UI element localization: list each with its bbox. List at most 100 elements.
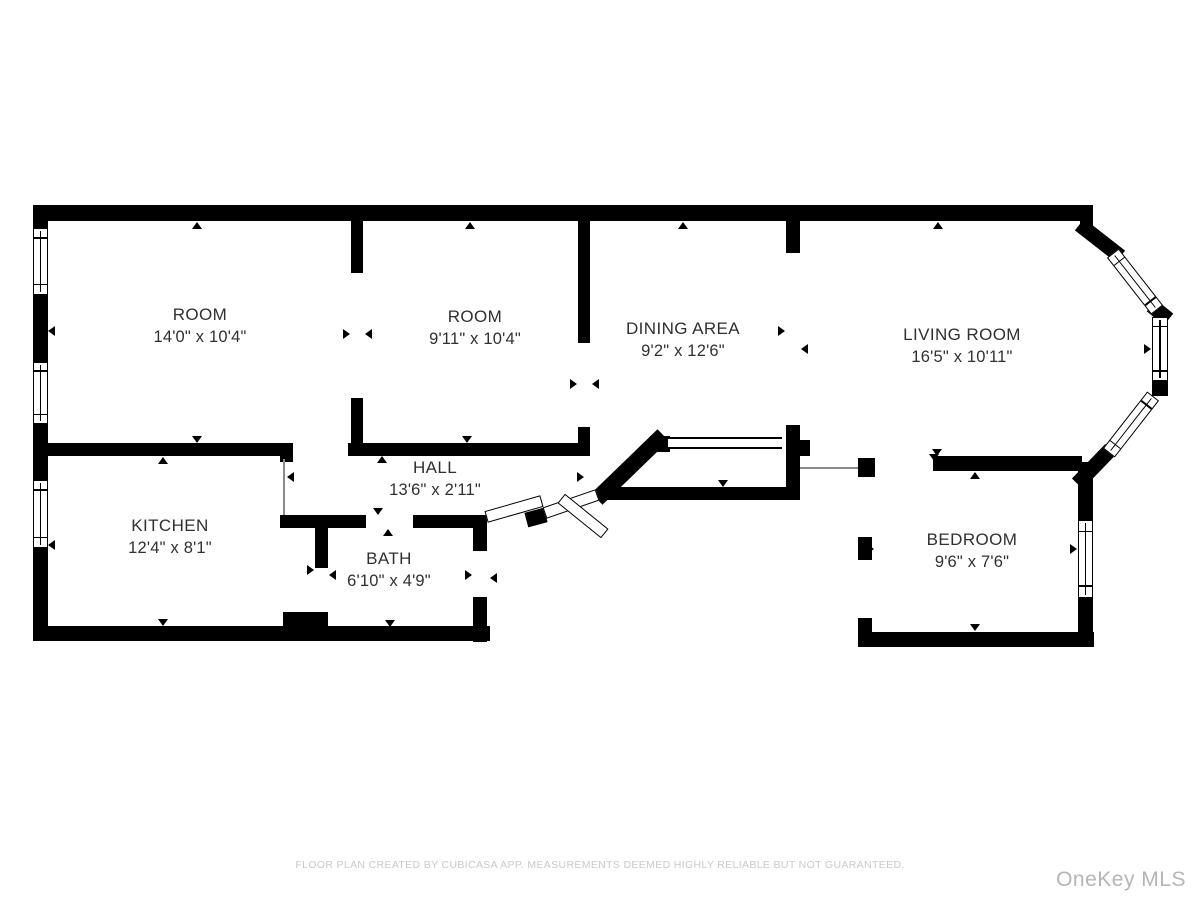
wall-segment: [933, 456, 1082, 471]
wall-arrow-marker: [192, 222, 202, 229]
wall-segment: [1152, 380, 1168, 396]
wall-arrow-marker: [1144, 344, 1151, 354]
wall-segment: [33, 626, 490, 641]
wall-arrow-marker: [465, 570, 472, 580]
opening-line: [800, 467, 858, 469]
wall-arrow-marker: [678, 222, 688, 229]
wall-segment: [798, 440, 810, 456]
wall-segment: [858, 618, 872, 647]
wall-arrow-marker: [329, 570, 336, 580]
room-label-room2: ROOM 9'11" x 10'4": [429, 305, 521, 351]
wall-arrow-marker: [48, 540, 55, 550]
wall-arrow-marker: [592, 379, 599, 389]
wall-segment: [413, 515, 487, 528]
wall-arrow-marker: [801, 344, 808, 354]
window-frame-line: [1079, 585, 1092, 587]
wall-segment: [283, 612, 328, 641]
wall-segment: [598, 487, 800, 500]
window-frame-line: [34, 489, 47, 491]
wall-arrow-marker: [490, 573, 497, 583]
window: [33, 228, 48, 295]
wall-arrow-marker: [192, 436, 202, 443]
room-name: BEDROOM: [926, 530, 1018, 549]
wall-arrow-marker: [933, 222, 943, 229]
window-frame-line: [34, 370, 47, 372]
wall-arrow-marker: [570, 379, 577, 389]
window-mullion: [1084, 523, 1087, 595]
window-mullion: [1159, 320, 1161, 378]
room-name: ROOM: [447, 307, 503, 326]
wall-arrow-marker: [48, 326, 55, 336]
wall-arrow-marker: [158, 457, 168, 464]
wall-arrow-marker: [718, 480, 728, 487]
opening-line: [283, 459, 285, 515]
room-dimensions: 9'11" x 10'4": [429, 330, 521, 348]
wall-segment: [351, 221, 363, 273]
room-name: KITCHEN: [131, 516, 209, 535]
room-dimensions: 6'10" x 4'9": [347, 572, 431, 590]
wall-arrow-marker: [373, 508, 383, 515]
wall-arrow-marker: [970, 472, 980, 479]
wall-segment: [315, 528, 328, 568]
wall-arrow-marker: [158, 619, 168, 626]
room-label-kitchen: KITCHEN 12'4" x 8'1": [128, 514, 212, 560]
room-dimensions: 9'6" x 7'6": [934, 553, 1010, 571]
wall-arrow-marker: [867, 544, 874, 554]
wall-segment: [858, 537, 872, 560]
window-mullion: [39, 365, 42, 421]
wall-arrow-marker: [932, 449, 942, 456]
opening: [668, 437, 782, 449]
bay-window: [1106, 248, 1164, 314]
wall-segment: [473, 515, 487, 551]
wall-arrow-marker: [377, 456, 387, 463]
window-frame-line: [34, 536, 47, 539]
window: [1152, 317, 1168, 381]
wall-segment: [578, 427, 590, 456]
wall-segment: [858, 632, 1094, 647]
window: [33, 480, 48, 548]
wall-arrow-marker: [778, 326, 785, 336]
window-mullion: [39, 483, 42, 545]
wall-arrow-marker: [929, 454, 939, 461]
wall-segment: [280, 515, 366, 528]
room-dimensions: 9'2" x 12'6": [641, 342, 725, 360]
room-dimensions: 13'6" x 2'11": [389, 481, 481, 499]
window: [1078, 520, 1093, 598]
room-name: DINING AREA: [626, 319, 740, 338]
room-dimensions: 16'5" x 10'11": [911, 348, 1013, 366]
wall-segment: [348, 443, 588, 456]
window: [33, 362, 48, 424]
room-dimensions: 14'0" x 10'4": [153, 328, 247, 346]
wall-arrow-marker: [343, 329, 350, 339]
window-frame-line: [34, 283, 47, 286]
room-dimensions: 12'4" x 8'1": [128, 539, 212, 557]
window-frame-line: [34, 237, 47, 239]
room-name: ROOM: [172, 305, 228, 324]
wall-arrow-marker: [385, 620, 395, 627]
bay-window: [1102, 391, 1160, 457]
window-frame-line: [34, 413, 47, 416]
wall-arrow-marker: [577, 472, 584, 482]
window-frame-line: [1079, 530, 1092, 533]
wall-arrow-marker: [465, 222, 475, 229]
wall-arrow-marker: [365, 329, 372, 339]
room-label-bedroom: BEDROOM 9'6" x 7'6": [927, 528, 1018, 574]
window-frame-line: [1153, 325, 1167, 328]
wall-arrow-marker: [383, 529, 393, 536]
wall-arrow-marker: [307, 565, 314, 575]
wall-arrow-marker: [970, 624, 980, 631]
wall-segment: [48, 443, 293, 456]
wall-segment: [578, 221, 590, 343]
wall-segment: [473, 597, 487, 642]
wall-arrow-marker: [462, 436, 472, 443]
wall-arrow-marker: [1070, 544, 1077, 554]
wall-arrow-marker: [287, 472, 294, 482]
room-label-dining: DINING AREA 9'2" x 12'6": [626, 317, 740, 363]
room-label-room1: ROOM 14'0" x 10'4": [153, 303, 246, 349]
room-name: BATH: [366, 549, 412, 568]
wall-segment: [351, 398, 363, 447]
